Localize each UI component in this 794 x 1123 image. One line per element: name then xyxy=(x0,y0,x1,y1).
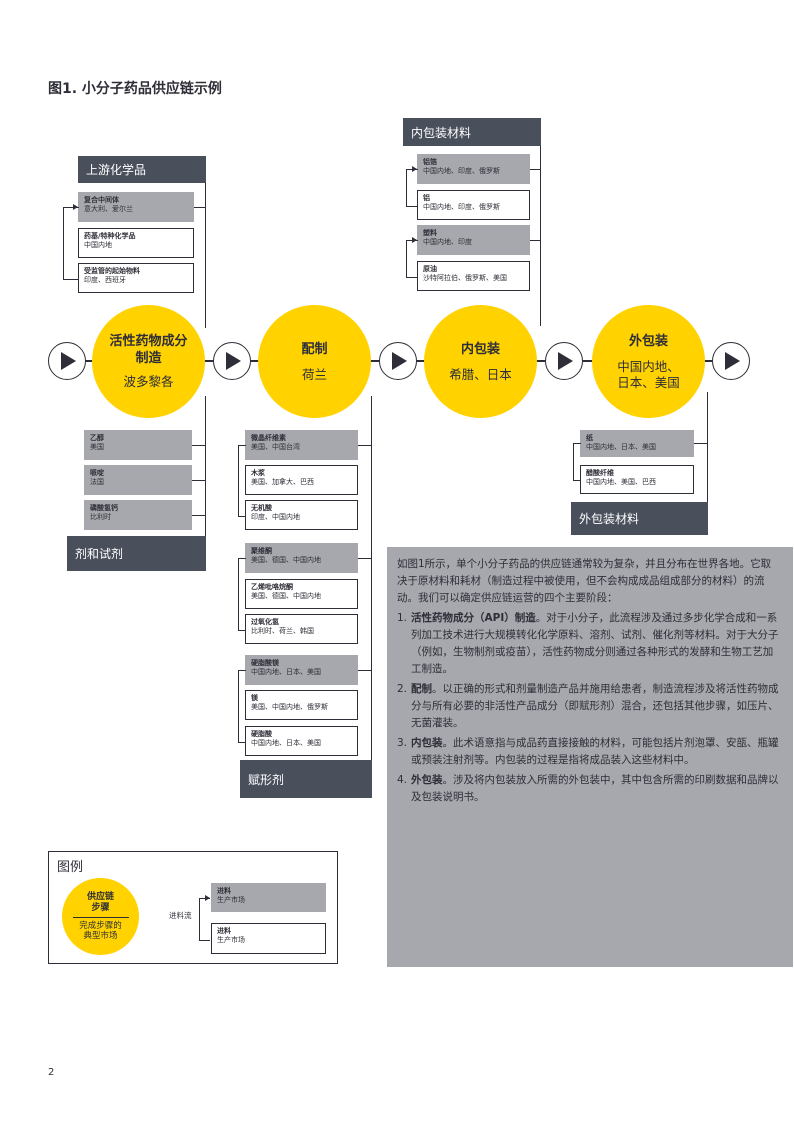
stage-name: 配制 xyxy=(301,341,328,357)
connector-line xyxy=(530,240,540,241)
connector-line xyxy=(192,480,206,481)
legend-box-gray: 进料生产市场 xyxy=(211,883,326,912)
connector-line xyxy=(194,207,206,208)
feed-hook xyxy=(238,445,246,517)
legend-circle-bottom: 完成步骤的 典型市场 xyxy=(79,921,122,941)
stage-circle-primary-packaging: 内包装 希腊、日本 xyxy=(424,305,537,418)
excipient-item: 过氧化氢比利时、荷兰、韩国 xyxy=(245,614,358,644)
description-panel: 如图1所示，单个小分子药品的供应链通常较为复杂，并且分布在世界各地。它取决于原材… xyxy=(387,547,793,967)
page-number: 2 xyxy=(48,1067,55,1078)
description-intro: 如图1所示，单个小分子药品的供应链通常较为复杂，并且分布在世界各地。它取决于原材… xyxy=(397,558,772,604)
excipient-item: 木浆美国、加拿大、巴西 xyxy=(245,465,358,495)
feed-hook xyxy=(238,670,246,743)
connector-line xyxy=(371,396,372,760)
stage-circle-secondary-packaging: 外包装 中国内地、 日本、美国 xyxy=(592,305,705,418)
excipient-item: 镁美国、中国内地、俄罗斯 xyxy=(245,690,358,720)
connector-line xyxy=(694,443,707,444)
secondary-packaging-item: 纸中国内地、日本、美国 xyxy=(580,430,694,457)
legend-flow-label: 进料流 xyxy=(169,911,192,920)
connector-line xyxy=(530,169,540,170)
connector-line xyxy=(192,515,206,516)
flow-arrow-icon xyxy=(48,342,86,380)
excipient-item: 无机酸印度、中国内地 xyxy=(245,500,358,530)
reagent-item: 哌啶法国 xyxy=(84,465,192,495)
legend-circle-top: 供应链 步骤 xyxy=(72,892,129,918)
stage-name: 外包装 xyxy=(628,333,668,349)
figure-title: 图1. 小分子药品供应链示例 xyxy=(48,81,222,97)
upstream-item: 复合中间体意大利、爱尔兰 xyxy=(78,192,194,222)
excipient-item: 硬脂酸镁中国内地、日本、美国 xyxy=(245,655,358,685)
excipient-item: 乙烯吡咯烷酮美国、德国、中国内地 xyxy=(245,579,358,609)
legend-box-white: 进料生产市场 xyxy=(211,923,326,954)
reagents-header: 剂和试剂 xyxy=(67,536,206,571)
feed-hook xyxy=(199,898,210,941)
reagent-item: 磷酸氢钙比利时 xyxy=(84,500,192,530)
description-step: 3.内包装。此术语意指与成品药直接接触的材料，可能包括片剂泡罩、安瓿、瓶罐或预装… xyxy=(397,737,779,766)
secondary-packaging-header: 外包装材料 xyxy=(571,502,708,535)
feed-hook xyxy=(63,207,79,280)
stage-markets: 荷兰 xyxy=(301,366,327,382)
feed-arrow-icon xyxy=(412,237,417,243)
legend: 图例 供应链 步骤 完成步骤的 典型市场 进料流 进料生产市场 进料生产市场 xyxy=(48,851,338,964)
connector-line xyxy=(540,146,541,326)
primary-packaging-item: 铝中国内地、印度、俄罗斯 xyxy=(417,190,530,220)
flow-arrow-icon xyxy=(379,342,417,380)
connector-line xyxy=(358,558,371,559)
primary-packaging-item: 原油沙特阿拉伯、俄罗斯、美国 xyxy=(417,261,530,291)
secondary-packaging-item: 醋酸纤维中国内地、美国、巴西 xyxy=(580,465,694,494)
excipients-header: 赋形剂 xyxy=(240,760,372,798)
connector-line xyxy=(358,445,371,446)
stage-name: 活性药物成分 制造 xyxy=(109,334,188,366)
connector-line xyxy=(205,396,206,536)
description-step: 2.配制。以正确的形式和剂量制造产品并施用给患者，制造流程涉及将活性药物成分与所… xyxy=(397,683,779,729)
feed-hook xyxy=(573,443,581,481)
connector-line xyxy=(707,392,708,502)
feed-arrow-icon xyxy=(412,166,417,172)
primary-packaging-item: 塑料中国内地、印度 xyxy=(417,225,530,255)
stage-name: 内包装 xyxy=(460,341,500,357)
upstream-header: 上游化学品 xyxy=(78,156,206,183)
upstream-item: 受监管的起始物料印度、西班牙 xyxy=(78,263,194,293)
primary-packaging-item: 铝箔中国内地、印度、俄罗斯 xyxy=(417,154,530,184)
feed-hook xyxy=(238,558,246,631)
excipient-item: 硬脂酸中国内地、日本、美国 xyxy=(245,726,358,756)
stage-markets: 希腊、日本 xyxy=(449,366,512,382)
excipient-item: 聚维酮美国、德国、中国内地 xyxy=(245,543,358,573)
feed-arrow-icon xyxy=(205,895,210,901)
feed-hook xyxy=(406,240,418,278)
feed-hook xyxy=(406,169,418,207)
excipient-item: 微晶纤维素美国、中国台湾 xyxy=(245,430,358,460)
connector-line xyxy=(358,670,371,671)
stage-circle-formulation: 配制 荷兰 xyxy=(258,305,371,418)
flow-arrow-icon xyxy=(545,342,583,380)
description-steps: 1.活性药物成分（API）制造。对于小分子，此流程涉及通过多步化学合成和一系列加… xyxy=(397,610,781,806)
legend-title: 图例 xyxy=(57,860,84,875)
primary-packaging-header: 内包装材料 xyxy=(403,118,541,146)
flow-arrow-icon xyxy=(712,342,750,380)
reagent-item: 乙醇美国 xyxy=(84,430,192,460)
connector-line xyxy=(192,445,206,446)
flow-arrow-icon xyxy=(213,342,251,380)
feed-arrow-icon xyxy=(73,204,78,210)
legend-circle: 供应链 步骤 完成步骤的 典型市场 xyxy=(62,878,139,955)
upstream-item: 药基/特种化学品中国内地 xyxy=(78,228,194,258)
description-step: 1.活性药物成分（API）制造。对于小分子，此流程涉及通过多步化学合成和一系列加… xyxy=(397,612,779,675)
stage-circle-api: 活性药物成分 制造 波多黎各 xyxy=(92,305,205,418)
connector-line xyxy=(205,182,206,328)
stage-markets: 中国内地、 日本、美国 xyxy=(617,358,680,390)
description-step: 4.外包装。涉及将内包装放入所需的外包装中，其中包含所需的印刷数据和品牌以及包装… xyxy=(397,774,779,803)
stage-markets: 波多黎各 xyxy=(123,374,174,389)
